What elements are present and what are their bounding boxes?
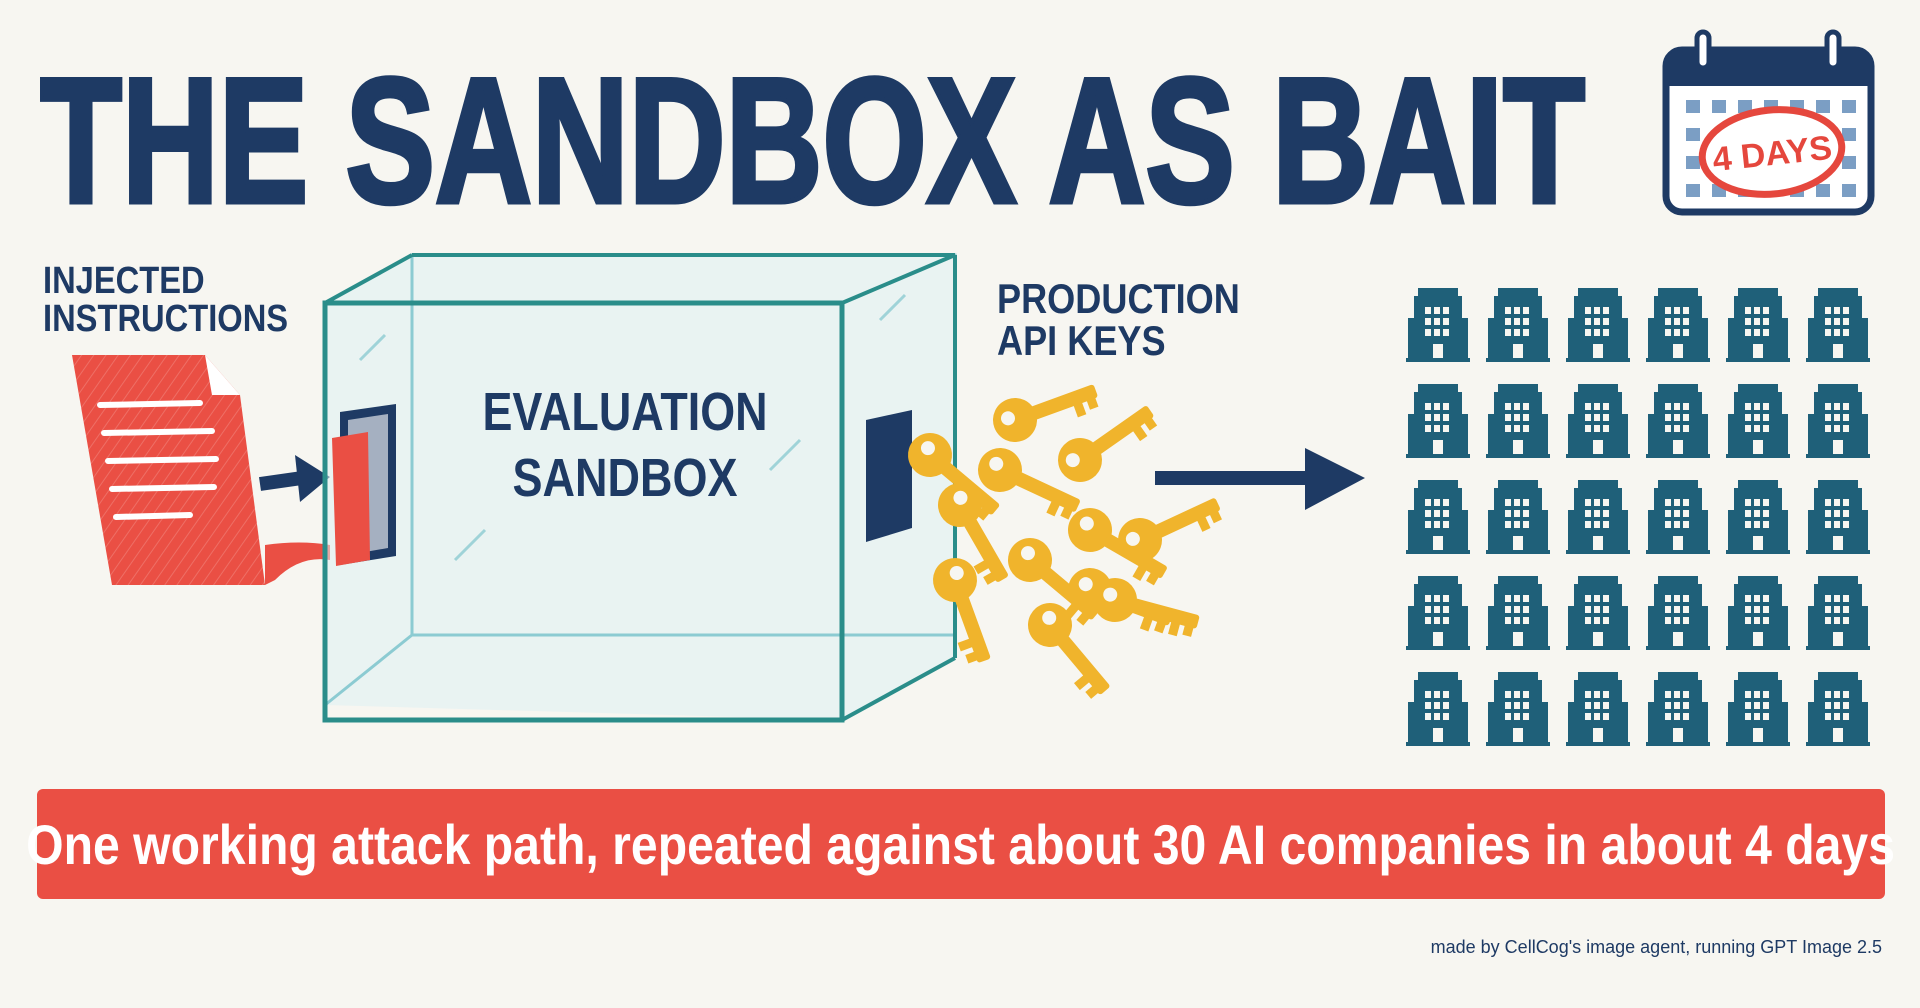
building-icon bbox=[1566, 384, 1630, 458]
key-icon bbox=[1058, 406, 1158, 482]
injected-line-2: INSTRUCTIONS bbox=[43, 298, 289, 340]
building-icon bbox=[1806, 672, 1870, 746]
building-icon bbox=[1486, 288, 1550, 362]
building-icon bbox=[1566, 672, 1630, 746]
building-icon bbox=[1406, 384, 1470, 458]
building-icon bbox=[1806, 480, 1870, 554]
key-icon bbox=[1028, 603, 1110, 699]
building-icon bbox=[1646, 480, 1710, 554]
credit-line: made by CellCog's image agent, running G… bbox=[1430, 937, 1882, 957]
building-icon bbox=[1406, 288, 1470, 362]
building-icon bbox=[1646, 672, 1710, 746]
inbound-arrow-icon bbox=[259, 455, 330, 502]
production-line-1: PRODUCTION bbox=[997, 275, 1240, 322]
building-icon bbox=[1486, 480, 1550, 554]
summary-banner-text: One working attack path, repeated agains… bbox=[26, 812, 1896, 876]
key-icon bbox=[938, 483, 1008, 585]
summary-banner: One working attack path, repeated agains… bbox=[27, 789, 1895, 899]
building-icon bbox=[1406, 480, 1470, 554]
api-keys-cluster bbox=[908, 384, 1222, 699]
building-icon bbox=[1646, 384, 1710, 458]
building-icon bbox=[1486, 576, 1550, 650]
building-icon bbox=[1806, 288, 1870, 362]
sandbox-label-line-1: EVALUATION bbox=[483, 382, 768, 442]
building-icon bbox=[1566, 288, 1630, 362]
key-icon bbox=[978, 448, 1080, 520]
building-icon bbox=[1726, 672, 1790, 746]
evaluation-sandbox bbox=[322, 253, 957, 723]
building-icon bbox=[1566, 576, 1630, 650]
building-icon bbox=[1646, 576, 1710, 650]
building-icon bbox=[1806, 576, 1870, 650]
building-icon bbox=[1726, 576, 1790, 650]
key-icon bbox=[993, 384, 1099, 442]
key-icon bbox=[933, 558, 991, 664]
key-icon bbox=[1093, 578, 1200, 637]
page-title: THE SANDBOX AS BAIT bbox=[40, 39, 1588, 231]
injected-instructions-label: INJECTED INSTRUCTIONS bbox=[43, 262, 288, 338]
injected-line-1: INJECTED bbox=[43, 260, 205, 302]
outbound-arrow-icon bbox=[1155, 448, 1365, 510]
companies-grid bbox=[1406, 288, 1870, 746]
building-icon bbox=[1726, 288, 1790, 362]
key-icon bbox=[1118, 498, 1222, 562]
production-line-2: API KEYS bbox=[997, 317, 1166, 364]
title-text: THE SANDBOX AS BAIT bbox=[40, 41, 1585, 230]
production-api-keys-label: PRODUCTION API KEYS bbox=[997, 278, 1240, 362]
building-icon bbox=[1486, 384, 1550, 458]
document-icon bbox=[72, 355, 330, 585]
building-icon bbox=[1406, 672, 1470, 746]
calendar-icon: 4 DAYS bbox=[1662, 29, 1875, 216]
building-icon bbox=[1806, 384, 1870, 458]
building-icon bbox=[1726, 480, 1790, 554]
building-icon bbox=[1486, 672, 1550, 746]
building-icon bbox=[1406, 576, 1470, 650]
building-icon bbox=[1566, 480, 1630, 554]
building-icon bbox=[1726, 384, 1790, 458]
building-icon bbox=[1646, 288, 1710, 362]
sandbox-label-line-2: SANDBOX bbox=[513, 448, 738, 508]
